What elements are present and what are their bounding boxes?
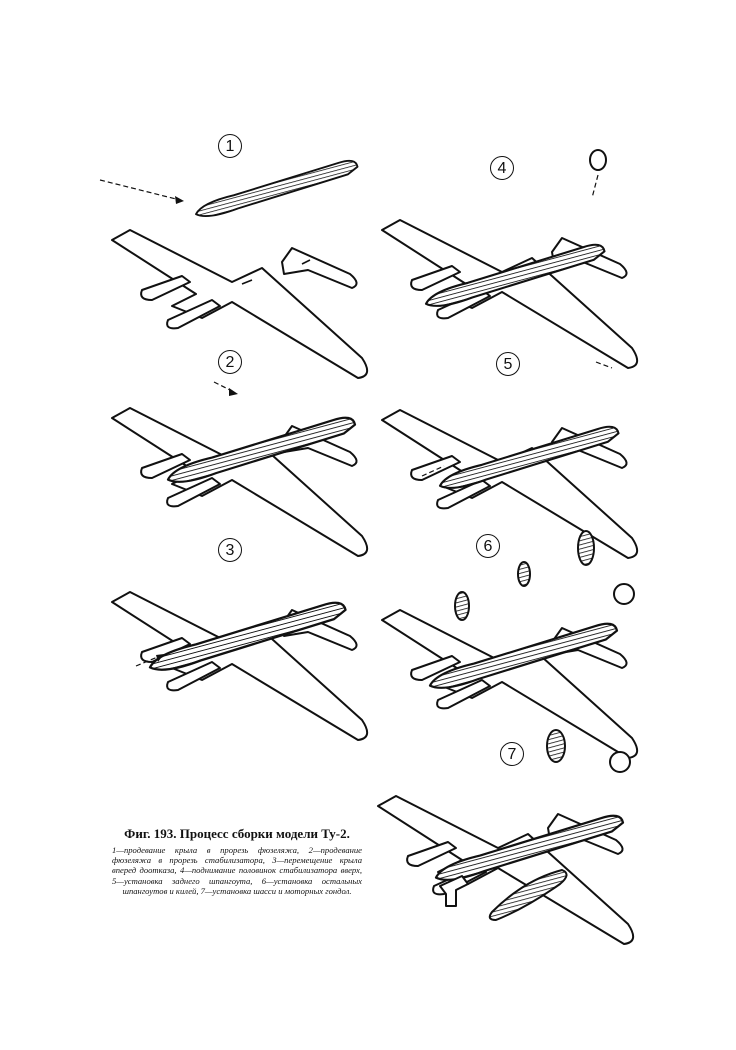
step-number-3: 3 (218, 538, 242, 562)
step-number-5: 5 (496, 352, 520, 376)
step-7-illustration (377, 729, 635, 945)
caption-title: Фиг. 193. Процесс сборки модели Ту-2. (124, 826, 350, 841)
step-6-illustration (381, 530, 639, 759)
step-3-illustration (111, 591, 369, 741)
step-number-6: 6 (476, 534, 500, 558)
step-1-illustration (99, 159, 369, 379)
step-4-illustration (381, 149, 639, 369)
step-number-2: 2 (218, 350, 242, 374)
step-number-7: 7 (500, 742, 524, 766)
caption-text: 1—продевание крыла в прорезь фюзеляжа, 2… (112, 845, 362, 896)
step-2-illustration (111, 381, 369, 557)
step-number-1: 1 (218, 134, 242, 158)
step-5-illustration (381, 361, 639, 559)
figure-caption: Фиг. 193. Процесс сборки модели Ту-2. 1—… (112, 826, 362, 896)
step-number-4: 4 (490, 156, 514, 180)
